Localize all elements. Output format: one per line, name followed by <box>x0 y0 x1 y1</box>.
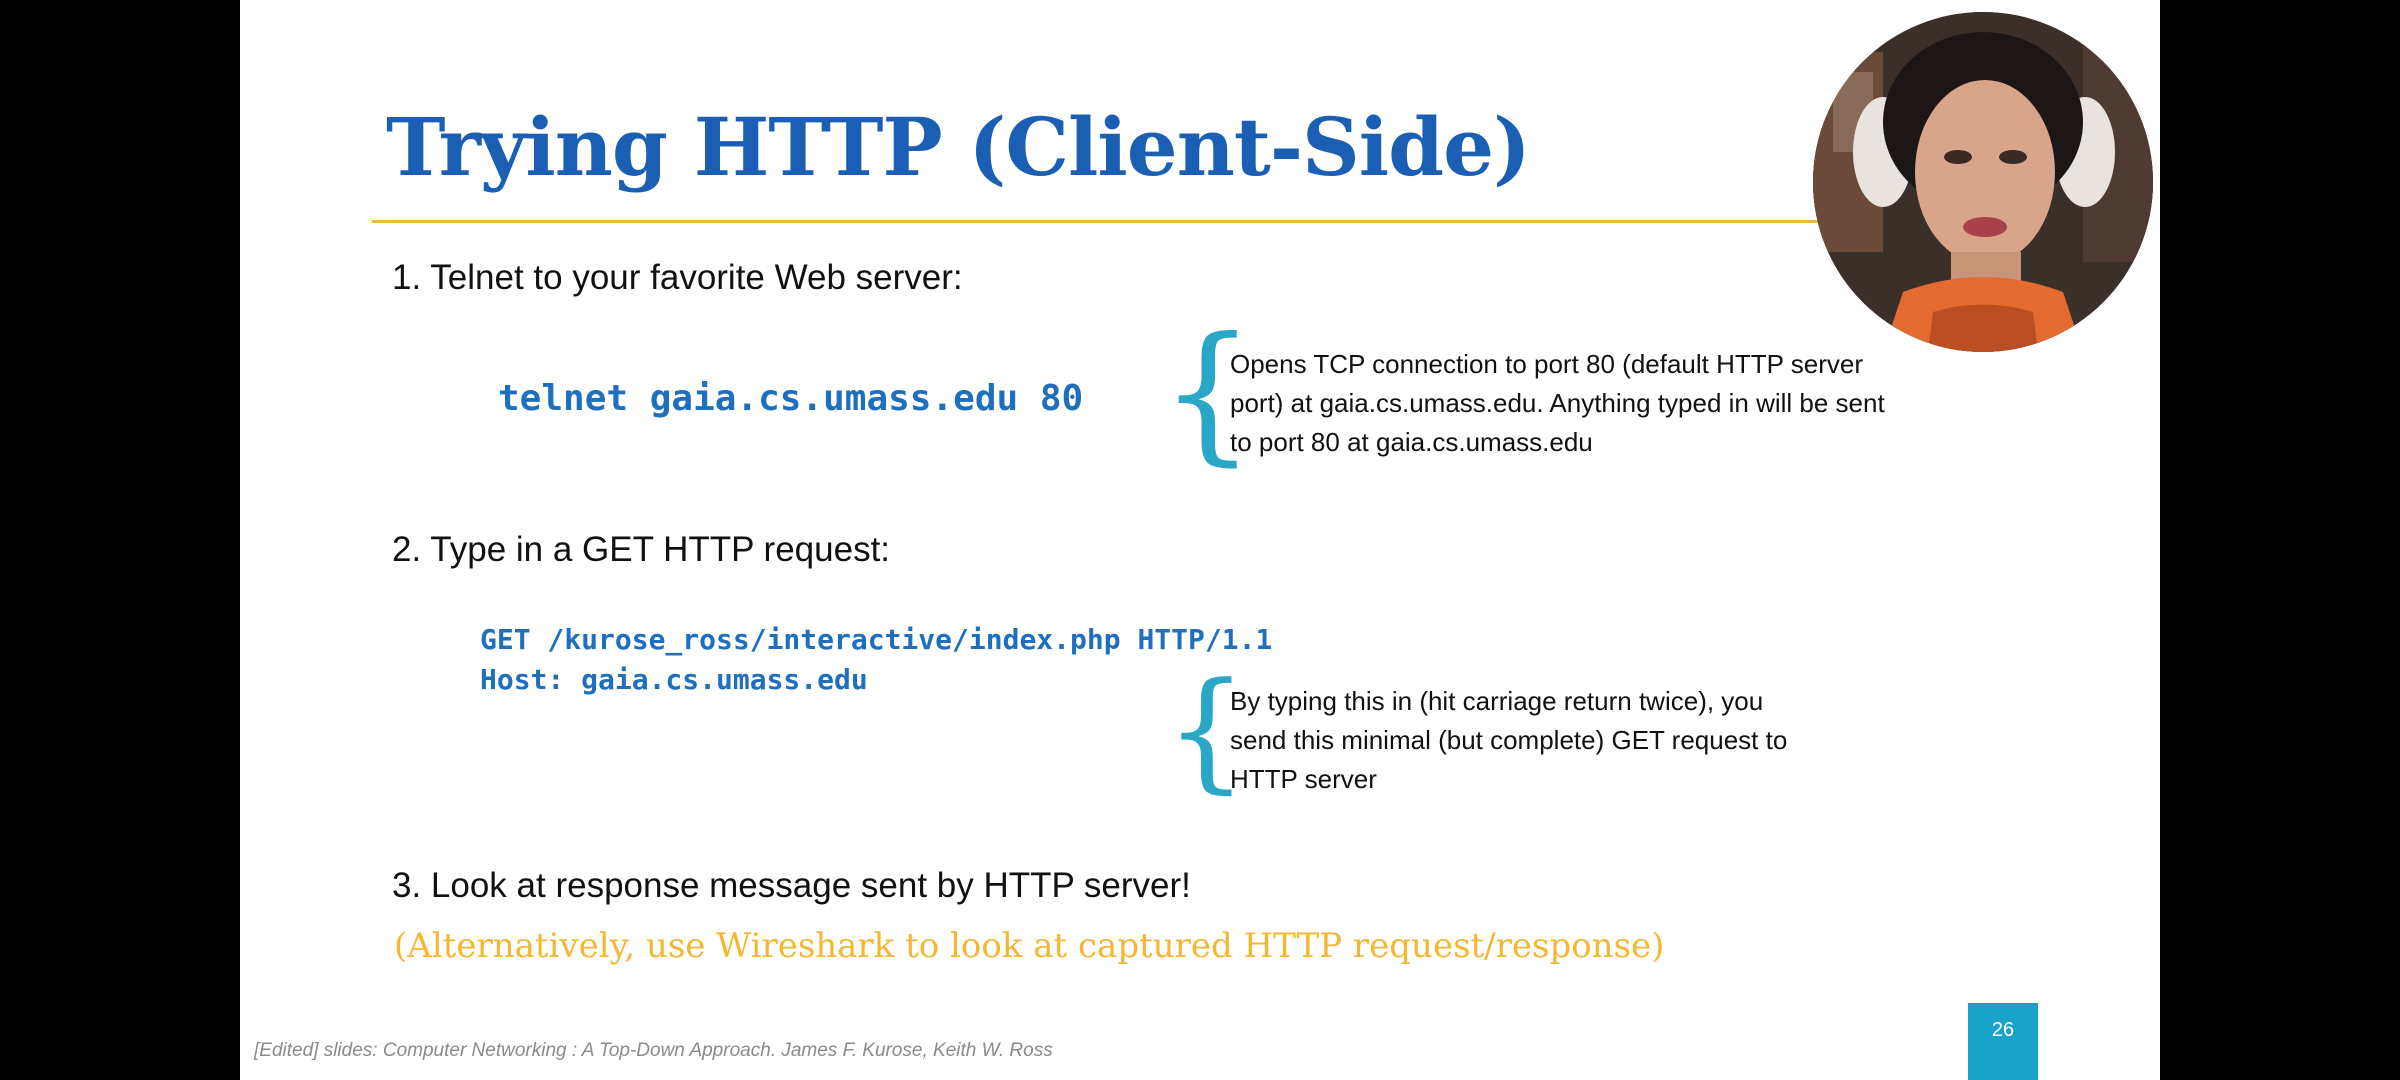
step-1-note: Opens TCP connection to port 80 (default… <box>1230 345 1885 462</box>
wireshark-alternative: (Alternatively, use Wireshark to look at… <box>394 926 1665 966</box>
step-2-note-line: By typing this in (hit carriage return t… <box>1230 686 1764 716</box>
title-divider <box>372 220 2072 223</box>
step-3-label: 3. Look at response message sent by HTTP… <box>392 866 1191 905</box>
brace-icon-step2: { <box>1165 654 1248 806</box>
step-2-label: 2. Type in a GET HTTP request: <box>392 530 891 569</box>
step-2-note: By typing this in (hit carriage return t… <box>1230 682 1787 799</box>
step-1-note-line: Opens TCP connection to port 80 (default… <box>1230 349 1863 379</box>
step-1-note-line: to port 80 at gaia.cs.umass.edu <box>1230 427 1593 457</box>
request-host-line: Host: gaia.cs.umass.edu <box>480 663 868 696</box>
telnet-command: telnet gaia.cs.umass.edu 80 <box>498 378 1084 419</box>
request-line: GET /kurose_ross/interactive/index.php H… <box>480 623 1273 656</box>
slide: Trying HTTP (Client-Side) 1. Telnet to y… <box>240 0 2160 1080</box>
page-number-badge: 26 <box>1968 1003 2038 1080</box>
presenter-illustration <box>1813 12 2153 352</box>
slide-title: Trying HTTP (Client-Side) <box>386 100 1531 194</box>
step-1-label: 1. Telnet to your favorite Web server: <box>392 258 963 297</box>
slide-credit: [Edited] slides: Computer Networking : A… <box>254 1040 1053 1061</box>
presenter-webcam-icon <box>1813 12 2153 352</box>
step-1-note-line: port) at gaia.cs.umass.edu. Anything typ… <box>1230 388 1885 418</box>
step-2-note-line: HTTP server <box>1230 764 1377 794</box>
get-request-block: GET /kurose_ross/interactive/index.php H… <box>480 620 1272 700</box>
brace-icon-step1: { <box>1160 306 1256 480</box>
step-2-note-line: send this minimal (but complete) GET req… <box>1230 725 1788 755</box>
